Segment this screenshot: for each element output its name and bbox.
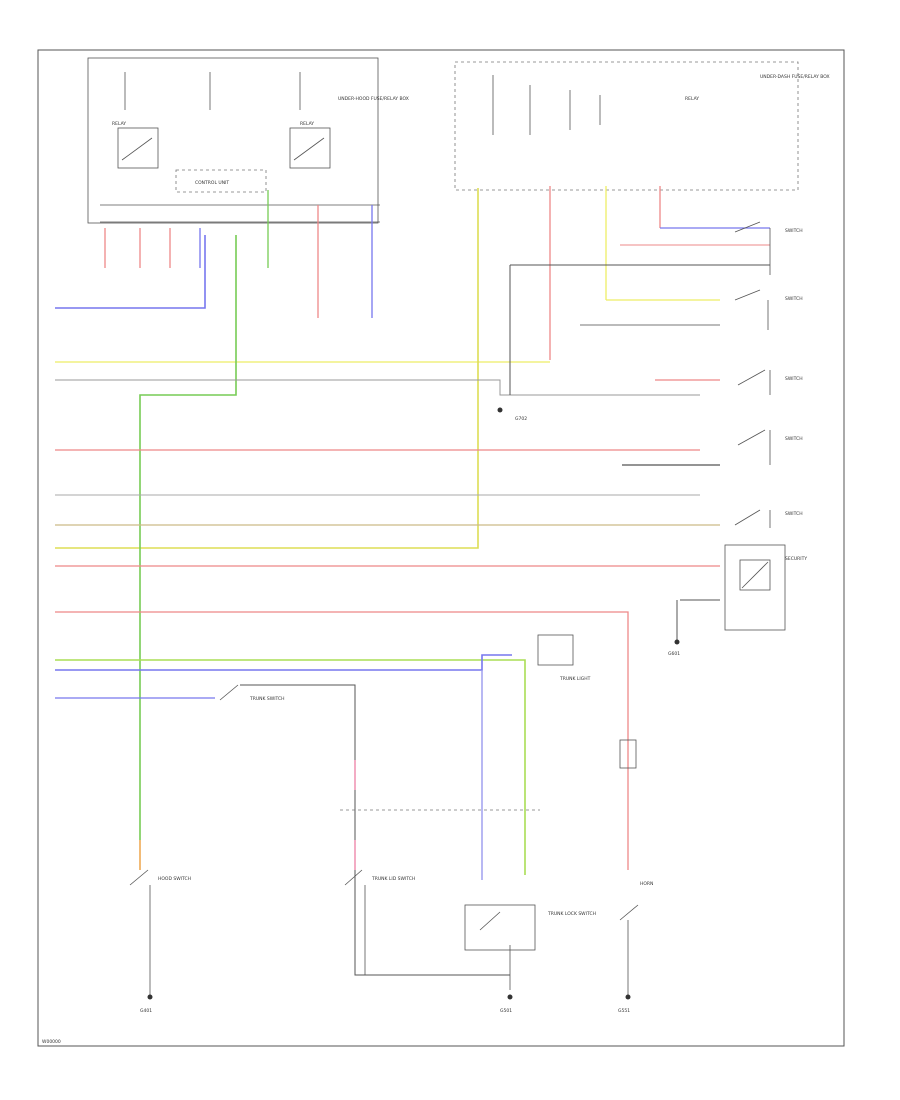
ground-1-label: G401 xyxy=(140,1008,152,1014)
control-unit-label: CONTROL UNIT xyxy=(195,180,229,186)
relay-left-label: RELAY xyxy=(112,121,126,127)
fuse-box-right-label: UNDER-DASH FUSE/RELAY BOX xyxy=(760,74,830,80)
door-switch-4-label: SWITCH xyxy=(785,436,803,442)
trunk-lock-switch-label: TRUNK LOCK SWITCH xyxy=(547,911,596,917)
fuse-icon xyxy=(619,739,637,769)
relay-right-label: RELAY xyxy=(685,96,699,102)
trunk-light-label: TRUNK LIGHT xyxy=(559,676,591,682)
ground-5-label: G702 xyxy=(515,416,527,422)
ground-2-label: G501 xyxy=(500,1008,512,1014)
trunk-lid-switch-label: TRUNK LID SWITCH xyxy=(371,876,415,882)
trunk-lock-switch xyxy=(464,904,536,990)
relay-mid-label: RELAY xyxy=(300,121,314,127)
relay-icon xyxy=(117,127,331,169)
trunk-light: TRUNK LIGHT xyxy=(537,634,591,682)
trunk-switch-label: TRUNK SWITCH xyxy=(249,696,285,702)
ground-3-label: G551 xyxy=(618,1008,630,1014)
ground-icon xyxy=(147,407,680,1000)
hood-switch-label: HOOD SWITCH xyxy=(158,876,191,882)
horn-label: HORN xyxy=(640,881,653,887)
ground-4-label: G601 xyxy=(668,651,680,657)
door-switch-2-label: SWITCH xyxy=(785,296,803,302)
ground-drops xyxy=(149,885,629,995)
under-hood-fuse-box: CONTROL UNIT RELAY RELAY UNDER-HOOD FUSE… xyxy=(87,57,409,224)
door-switch-5-label: SWITCH xyxy=(785,511,803,517)
wires xyxy=(55,188,770,976)
footer-code: W00000 xyxy=(42,1039,61,1045)
under-dash-fuse-box: UNDER-DASH FUSE/RELAY BOX RELAY xyxy=(454,61,830,191)
security-unit-label: SECURITY xyxy=(785,556,807,562)
connector-icon xyxy=(104,186,661,360)
door-switch-3-label: SWITCH xyxy=(785,376,803,382)
security-unit: SECURITY xyxy=(724,544,807,631)
fuse-icon xyxy=(124,72,301,110)
diagram-frame xyxy=(37,49,845,1047)
door-switch-1-label: SWITCH xyxy=(785,228,803,234)
switch-icon xyxy=(129,221,771,921)
fuse-box-note: UNDER-HOOD FUSE/RELAY BOX xyxy=(338,96,409,102)
